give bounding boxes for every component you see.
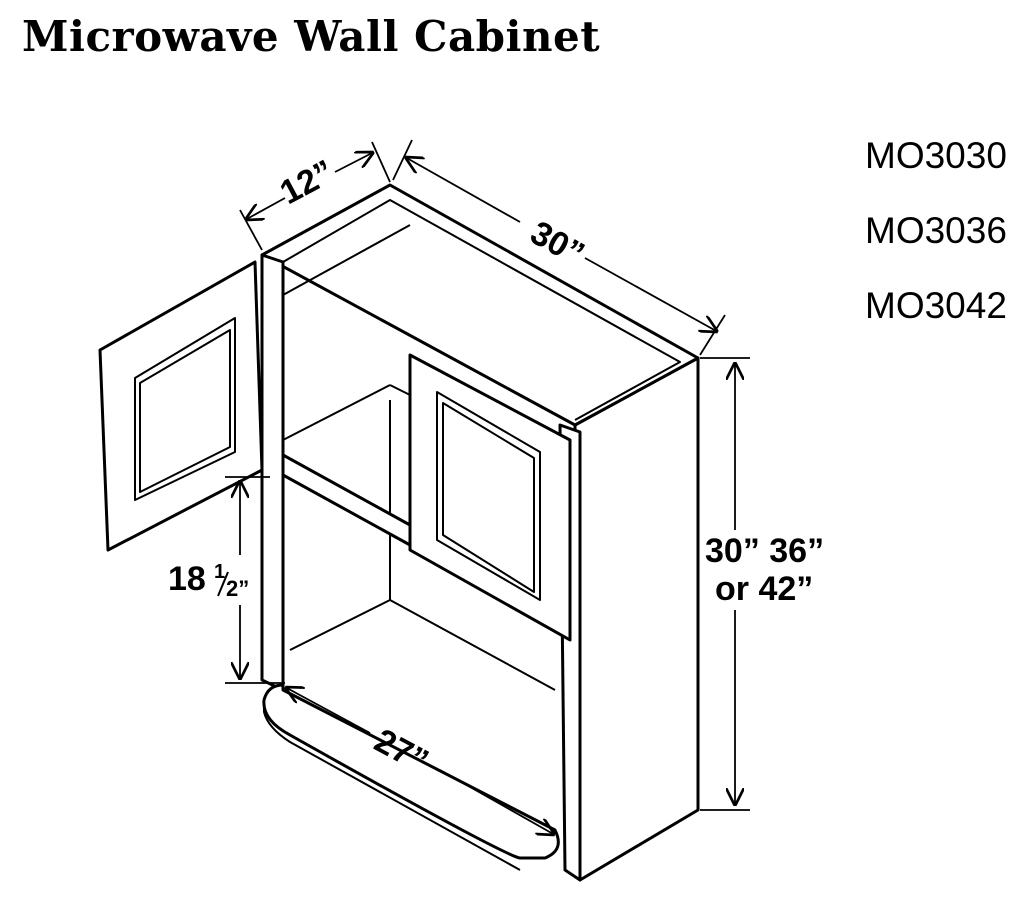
left-stile: [260, 253, 285, 692]
opening-height-fraction-num: 1: [214, 561, 225, 583]
model-number: MO3036: [865, 210, 1007, 251]
width-arrow: [405, 157, 521, 223]
opening-height-fraction-den: 2”: [226, 576, 249, 601]
depth-arrow: [245, 197, 286, 220]
model-number: MO3042: [865, 285, 1007, 326]
opening-width-arrow: [285, 687, 371, 734]
depth-label: 12”: [274, 153, 340, 212]
cabinet-top: [260, 183, 700, 427]
page-title: Microwave Wall Cabinet: [22, 12, 601, 61]
height-label-line1: 30” 36”: [705, 532, 824, 570]
model-number: MO3030: [865, 135, 1007, 176]
bottom-shelf: [262, 683, 560, 860]
height-label-line2: or 42”: [715, 570, 813, 608]
opening-height-whole: 18: [168, 560, 206, 598]
right-side-panel: [573, 356, 700, 882]
